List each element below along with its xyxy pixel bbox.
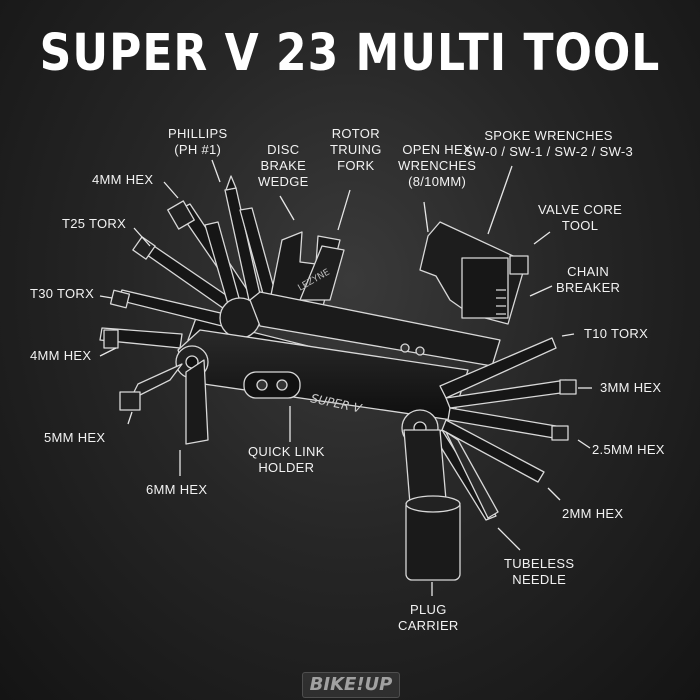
label-disc-brake-wedge: DISC BRAKE WEDGE <box>258 142 309 189</box>
label-5mm-hex: 5MM HEX <box>44 430 106 445</box>
label-rotor-truing-fork: ROTOR TRUING FORK <box>330 126 382 173</box>
label-2mm-hex: 2MM HEX <box>562 506 624 521</box>
label-2-5mm-hex: 2.5MM HEX <box>592 442 665 457</box>
label-t10-torx: T10 TORX <box>584 326 649 341</box>
label-quick-link-holder: QUICK LINK HOLDER <box>248 444 325 475</box>
label-4mm-hex-top: 4MM HEX <box>92 172 154 187</box>
page-title: SUPER V 23 MULTI TOOL <box>39 24 661 83</box>
lower-left-hex <box>119 359 209 445</box>
label-t25-torx: T25 TORX <box>62 216 127 231</box>
right-bits <box>433 337 577 521</box>
chain-breaker-assembly <box>419 221 529 325</box>
label-plug-carrier: PLUG CARRIER <box>398 602 459 633</box>
label-valve-core-tool: VALVE CORE TOOL <box>538 202 623 233</box>
watermark-logo: BIKE!UP <box>302 672 400 698</box>
tool-body <box>175 291 501 447</box>
label-phillips: PHILLIPS (PH #1) <box>168 126 228 157</box>
label-6mm-hex: 6MM HEX <box>146 482 208 497</box>
label-3mm-hex: 3MM HEX <box>600 380 662 395</box>
label-tubeless-needle: TUBELESS NEEDLE <box>504 556 575 587</box>
label-t30-torx: T30 TORX <box>30 286 95 301</box>
label-open-hex-wrenches: OPEN HEX WRENCHES (8/10MM) <box>398 142 477 189</box>
label-spoke-wrenches: SPOKE WRENCHES SW-0 / SW-1 / SW-2 / SW-3 <box>464 128 634 159</box>
label-4mm-hex-left: 4MM HEX <box>30 348 92 363</box>
top-wedges <box>269 231 345 311</box>
plug-carrier <box>403 429 461 581</box>
label-chain-breaker: CHAIN BREAKER <box>556 264 621 295</box>
leader-lines <box>99 159 592 596</box>
